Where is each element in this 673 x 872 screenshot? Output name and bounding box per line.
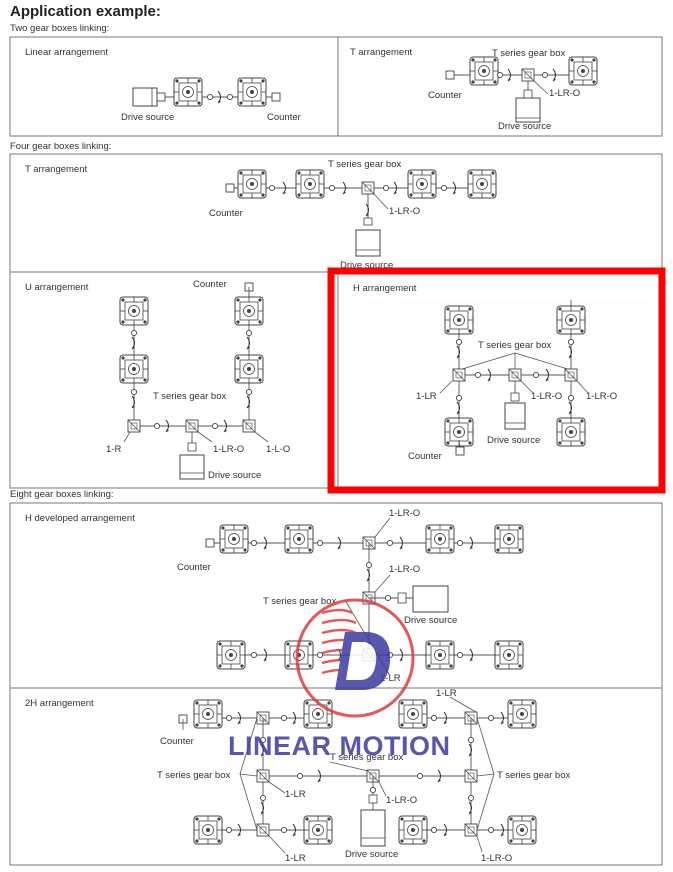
linear-arrangement-diagram: Linear arrangement Drive source Counter <box>25 47 301 123</box>
t4-code-label: 1-LR-O <box>389 206 420 217</box>
u-code-left: 1-R <box>106 444 121 455</box>
t-arrangement-two-diagram: T arrangement T series gear box 1-LR-O C… <box>350 47 598 132</box>
linear-title: Linear arrangement <box>25 47 108 58</box>
two-h-diagram: 2H arrangement Counter 1-LR <box>25 688 570 864</box>
hdev-code-bottom: 1-LR <box>380 673 401 684</box>
2h-tbox-mid: T series gear box <box>330 752 403 763</box>
h-tbox-label: T series gear box <box>478 340 551 351</box>
2h-drive-label: Drive source <box>345 849 398 860</box>
u-code-right: 1-L-O <box>266 444 290 455</box>
2h-counter-label: Counter <box>160 736 194 747</box>
u-tbox-label: T series gear box <box>153 391 226 402</box>
highlight-box <box>327 267 666 494</box>
section-label-four: Four gear boxes linking: <box>10 141 111 152</box>
2h-code-mid: 1-LR-O <box>386 795 417 806</box>
h-code-left: 1-LR <box>416 391 437 402</box>
2h-code-br: 1-LR-O <box>481 853 512 864</box>
h-code-right: 1-LR-O <box>586 391 617 402</box>
t2-counter-label: Counter <box>428 90 462 101</box>
2h-code-left: 1-LR <box>285 789 306 800</box>
h-code-mid: 1-LR-O <box>531 391 562 402</box>
hdev-code-top: 1-LR-O <box>389 508 420 519</box>
hdev-drive-label: Drive source <box>404 615 457 626</box>
t2-tbox-label: T series gear box <box>492 48 565 59</box>
u-code-mid: 1-LR-O <box>213 444 244 455</box>
u-arrangement-diagram: U arrangement Counter T series gear box … <box>25 279 290 481</box>
linear-counter-label: Counter <box>267 112 301 123</box>
linear-drive-label: Drive source <box>121 112 174 123</box>
watermark-logo <box>295 598 415 718</box>
t4-title: T arrangement <box>25 164 87 175</box>
hdev-counter-label: Counter <box>177 562 211 573</box>
hdev-title: H developed arrangement <box>25 513 135 524</box>
t4-drive-label: Drive source <box>340 260 393 271</box>
t-arrangement-four-diagram: T arrangement T series gear box 1-LR-O C… <box>25 159 497 271</box>
h-drive-label: Drive source <box>487 435 540 446</box>
h-counter-label: Counter <box>408 451 442 462</box>
panel-eight-frame <box>9 502 663 866</box>
h-arrangement-diagram: H arrangement T series gear box 1-LR 1-L… <box>353 283 617 462</box>
hdev-code-mid: 1-LR-O <box>389 564 420 575</box>
2h-tbox-right: T series gear box <box>497 770 570 781</box>
2h-code-top: 1-LR <box>436 688 457 699</box>
t4-tbox-label: T series gear box <box>328 159 401 170</box>
t4-counter-label: Counter <box>209 208 243 219</box>
t2-code-label: 1-LR-O <box>549 88 580 99</box>
section-label-two: Two gear boxes linking: <box>10 23 109 34</box>
t2-title: T arrangement <box>350 47 412 58</box>
u-drive-label: Drive source <box>208 470 261 481</box>
2h-tbox-left: T series gear box <box>157 770 230 781</box>
page-title: Application example: <box>10 3 161 20</box>
h-title: H arrangement <box>353 283 417 294</box>
watermark-text: LINEAR MOTION <box>228 731 451 761</box>
2h-code-bl: 1-LR <box>285 853 306 864</box>
h-developed-diagram: H developed arrangement 1-LR-O 1-LR-O Co… <box>25 508 524 684</box>
2h-title: 2H arrangement <box>25 698 94 709</box>
hdev-tbox-label: T series gear box <box>263 596 336 607</box>
section-label-eight: Eight gear boxes linking: <box>10 489 114 500</box>
u-counter-label: Counter <box>193 279 227 290</box>
t2-drive-label: Drive source <box>498 121 551 132</box>
panel-two-frame <box>9 36 663 137</box>
u-title: U arrangement <box>25 282 89 293</box>
